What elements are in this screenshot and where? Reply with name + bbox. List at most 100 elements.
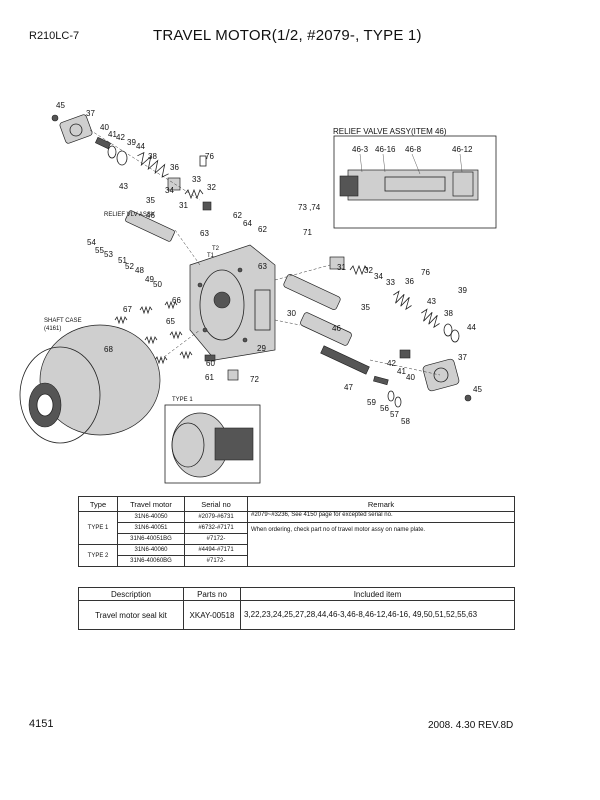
- callout: 32: [364, 266, 373, 275]
- callout: 46: [332, 324, 341, 333]
- callout: T2: [212, 246, 220, 252]
- callout: 30: [287, 309, 296, 318]
- seal-kit-table: Description Parts no Included item Trave…: [78, 587, 515, 630]
- callout: 38: [148, 152, 157, 161]
- motor-cell: 31N6-40051: [117, 522, 185, 534]
- callout: 57: [390, 410, 399, 419]
- rv-label-3: 46-8: [405, 145, 422, 154]
- callout: 35: [361, 303, 370, 312]
- serial-cell: #6732-#7171: [184, 522, 248, 534]
- callout: 59: [367, 398, 376, 407]
- callout: 44: [136, 142, 145, 151]
- callout: 51: [118, 256, 127, 265]
- callout: 62: [233, 211, 242, 220]
- callout: 58: [401, 417, 410, 426]
- callout: 38: [444, 309, 453, 318]
- callout: 41: [108, 130, 117, 139]
- callout: 48: [135, 266, 144, 275]
- table-row: TYPE 1 31N6-40050 #2079-#6731 #2079~#323…: [78, 511, 515, 545]
- relief-valve-left: RELIEF VLV ASSY: [104, 210, 175, 242]
- callout: 31: [179, 201, 188, 210]
- callout: 53: [104, 250, 113, 259]
- valve-body: [189, 244, 276, 361]
- cover-plate-lower: [399, 349, 472, 402]
- callout: 49: [145, 275, 154, 284]
- spool-assembly-center: [283, 256, 460, 375]
- type-cell: TYPE 1: [78, 511, 118, 545]
- col-header-remark: Remark: [247, 496, 515, 512]
- callout: 40: [406, 373, 415, 382]
- callout: 37: [458, 353, 467, 362]
- callout: 68: [104, 345, 113, 354]
- remark-cell: When ordering, check part no of travel m…: [247, 522, 515, 567]
- relief-vlv-assy-label: RELIEF VLV ASSY: [104, 212, 155, 218]
- callout: 61: [205, 373, 214, 382]
- model-label: R210LC-7: [29, 30, 80, 42]
- callout: 34: [374, 272, 383, 281]
- callout: 35: [146, 196, 155, 205]
- table-row: 31N6-40051 #6732-#7171 When ordering, ch…: [79, 522, 515, 567]
- callout: 63: [200, 229, 209, 238]
- rv-label-4: 46-12: [452, 145, 473, 154]
- callout: 44: [467, 323, 476, 332]
- description-cell: Travel motor seal kit: [78, 600, 184, 630]
- callout: 43: [427, 297, 436, 306]
- callout: 47: [344, 383, 353, 392]
- callout: 33: [192, 175, 201, 184]
- callout: 76: [205, 152, 214, 161]
- assembly-leader-lines: [89, 129, 441, 376]
- serial-cell: #7172-: [184, 533, 248, 545]
- cover-plate-upper: [51, 114, 93, 144]
- callout: 62: [258, 225, 267, 234]
- serial-cell: #2079-#6731: [184, 511, 248, 523]
- callout: 29: [257, 344, 266, 353]
- table-row: TYPE 2 31N6-40060 #4494-#7171: [78, 544, 515, 567]
- callout: 31: [337, 263, 346, 272]
- table-row: Travel motor seal kit XKAY-00518 3,22,23…: [78, 600, 515, 630]
- callout: 39: [458, 286, 467, 295]
- callout: 55: [95, 246, 104, 255]
- callout: 46: [146, 211, 155, 220]
- callout: 45: [56, 101, 65, 110]
- relief-valve-box-title: RELIEF VALVE ASSY(ITEM 46): [333, 127, 447, 136]
- callout: 36: [405, 277, 414, 286]
- callout: 42: [387, 359, 396, 368]
- callout: 50: [153, 280, 162, 289]
- check-parts: [373, 375, 402, 408]
- col-header-serial-no: Serial no: [184, 496, 248, 512]
- callout: 41: [397, 367, 406, 376]
- callout: 63: [258, 262, 267, 271]
- motor-cell: 31N6-40060: [117, 544, 185, 556]
- callout: 42: [116, 133, 125, 142]
- travel-motor-type-table: Type Travel motor Serial no Remark TYPE …: [78, 496, 515, 567]
- callout: 64: [243, 219, 252, 228]
- table-row: 31N6-40051BG #7172-: [79, 533, 515, 545]
- col-header-parts-no: Parts no: [183, 587, 241, 601]
- callout: 36: [170, 163, 179, 172]
- type1-label: TYPE 1: [172, 397, 193, 403]
- callout: 60: [206, 359, 215, 368]
- callout: 33: [386, 278, 395, 287]
- shaft-case-part: (4161): [44, 326, 61, 332]
- callout: 34: [165, 186, 174, 195]
- callout: 32: [207, 183, 216, 192]
- callout: 37: [86, 109, 95, 118]
- parts-no-cell: XKAY-00518: [183, 600, 241, 630]
- callout-numbers: 45 37 40 41 42 39 44 38 36 76 43 33 35 3…: [56, 101, 482, 426]
- serial-cell: #7172-: [184, 555, 248, 567]
- callout: 40: [100, 123, 109, 132]
- rv-label-2: 46-16: [375, 145, 396, 154]
- shaft-case: SHAFT CASE (4161): [19, 318, 161, 444]
- type1-inset: TYPE 1: [164, 397, 261, 484]
- serial-cell: #4494-#7171: [184, 544, 248, 556]
- page-title: TRAVEL MOTOR(1/2, #2079-, TYPE 1): [153, 27, 422, 44]
- shaft-case-label: SHAFT CASE: [44, 318, 82, 324]
- table-row: 31N6-40060BG #7172-: [79, 555, 515, 567]
- callout: 39: [127, 138, 136, 147]
- motor-cell: 31N6-40060BG: [117, 555, 185, 567]
- motor-cell: 31N6-40050: [117, 511, 185, 523]
- motor-cell: 31N6-40051BG: [117, 533, 185, 545]
- callout: 65: [166, 317, 175, 326]
- remark-cell: #2079~#3236, See 4150 page for excepted …: [247, 511, 515, 523]
- col-header-description: Description: [78, 587, 184, 601]
